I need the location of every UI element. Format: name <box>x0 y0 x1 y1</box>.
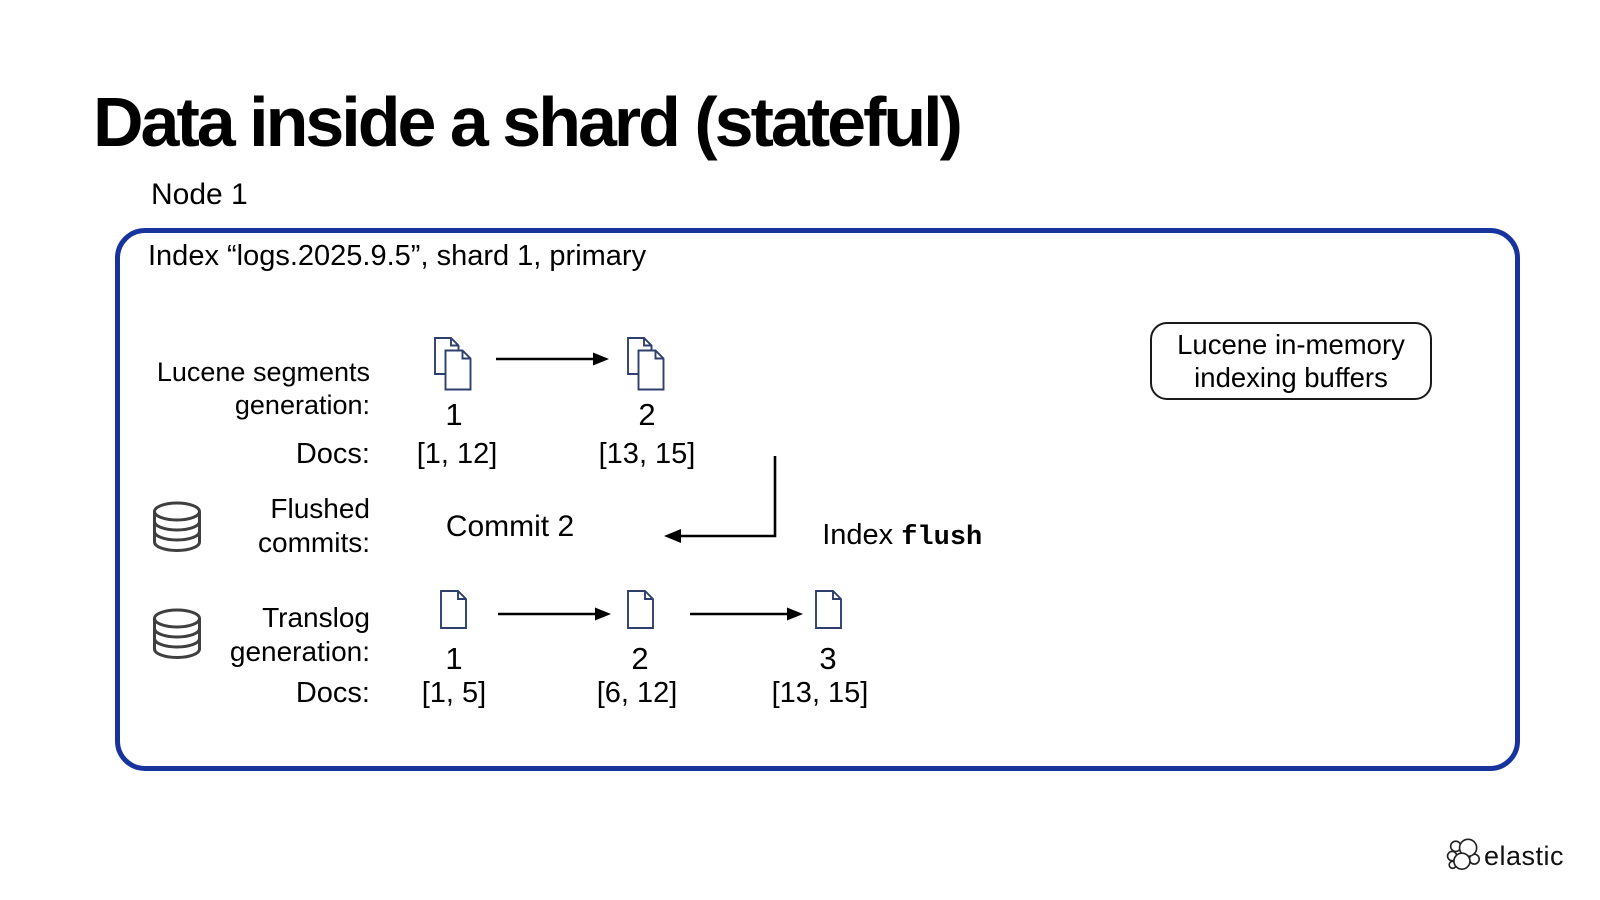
database-icon <box>150 499 204 555</box>
arrow-right-icon <box>496 350 610 368</box>
elbow-arrow-left-icon <box>658 452 786 546</box>
document-icon <box>814 589 843 630</box>
translog-label-line2: generation: <box>229 636 370 667</box>
translog-docs-range: [1, 5] <box>421 677 487 709</box>
commits-label-line2: commits: <box>258 527 370 558</box>
commits-label: Flushed commits: <box>120 492 370 560</box>
segment-generation-number: 2 <box>638 397 656 432</box>
translog-generation-number: 1 <box>445 641 463 676</box>
translog-generation-number: 3 <box>819 641 837 676</box>
commits-label-line1: Flushed <box>270 493 370 524</box>
flush-annotation-prefix: Index <box>822 519 902 551</box>
database-icon <box>150 606 204 662</box>
segment-docs-range: [13, 15] <box>598 438 696 470</box>
translog-label: Translog generation: <box>120 601 370 669</box>
index-header: Index “logs.2025.9.5”, shard 1, primary <box>148 240 647 272</box>
flush-annotation: Index flush <box>790 486 982 586</box>
segment-docs-range: [1, 12] <box>416 438 498 470</box>
arrow-right-icon <box>690 605 804 623</box>
stacked-documents-icon <box>433 336 473 392</box>
document-icon <box>439 589 468 630</box>
shard-box <box>115 228 1520 771</box>
translog-docs-range: [6, 12] <box>596 677 678 709</box>
commit-value: Commit 2 <box>445 510 575 543</box>
document-icon <box>626 589 655 630</box>
buffers-label: Lucene in-memory indexing buffers <box>1177 329 1405 393</box>
segments-docs-label: Docs: <box>295 438 370 470</box>
translog-docs-label: Docs: <box>295 677 370 709</box>
node-label: Node 1 <box>151 178 248 211</box>
brand-wordmark: elastic <box>1484 841 1565 871</box>
translog-docs-range: [13, 15] <box>771 677 869 709</box>
segments-label-line2: generation: <box>234 390 370 420</box>
translog-generation-number: 2 <box>631 641 649 676</box>
segments-label: Lucene segments generation: <box>120 356 370 422</box>
elastic-cluster-icon <box>1446 836 1483 873</box>
arrow-right-icon <box>498 605 612 623</box>
segment-generation-number: 1 <box>445 397 463 432</box>
page-title: Data inside a shard (stateful) <box>93 83 963 161</box>
buffers-box: Lucene in-memory indexing buffers <box>1150 322 1432 400</box>
flush-command: flush <box>901 523 983 553</box>
stacked-documents-icon <box>626 336 666 392</box>
segments-label-line1: Lucene segments <box>156 357 370 387</box>
translog-label-line1: Translog <box>262 602 370 633</box>
